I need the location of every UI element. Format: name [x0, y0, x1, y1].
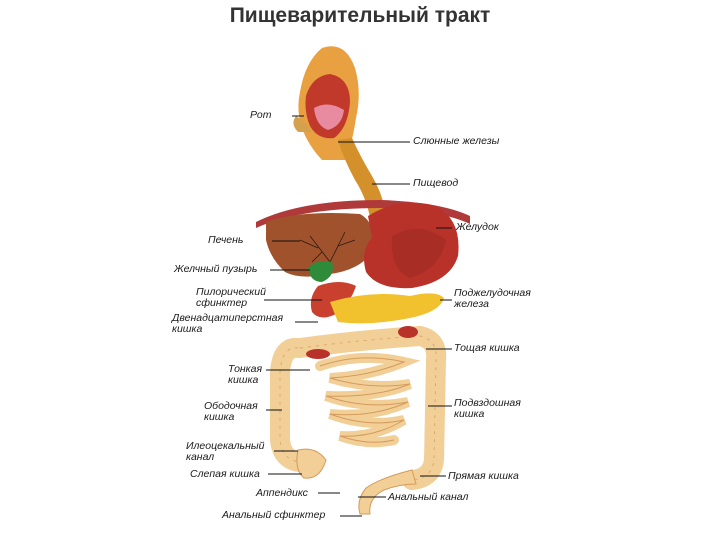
label-duodenum: Двенадцатиперстная кишка [172, 313, 283, 335]
label-esophagus: Пищевод [413, 178, 458, 189]
label-pancreas: Поджелудочная железа [454, 288, 531, 310]
pancreas [330, 293, 444, 323]
label-ileocecal-line2: канал [186, 452, 264, 463]
label-duodenum-line2: кишка [172, 324, 283, 335]
label-ileocecal: Илеоцекальный канал [186, 441, 264, 463]
small-intestine [320, 358, 410, 442]
label-gallbladder: Желчный пузырь [174, 264, 257, 275]
label-pyloric: Пилорический сфинктер [196, 287, 266, 309]
label-ileum-line2: кишка [454, 409, 521, 420]
label-anal-canal: Анальный канал [388, 492, 468, 503]
label-salivary: Слюнные железы [413, 136, 499, 147]
label-pancreas-line2: железа [454, 299, 531, 310]
label-pyloric-line2: сфинктер [196, 298, 266, 309]
label-rectum: Прямая кишка [448, 471, 519, 482]
label-appendix: Аппендикс [256, 488, 308, 499]
label-colon-line2: кишка [204, 412, 258, 423]
label-jejunum: Тощая кишка [454, 343, 520, 354]
label-anal-sphincter: Анальный сфинктер [222, 510, 325, 521]
label-stomach: Желудок [456, 222, 499, 233]
label-small-intestine: Тонкая кишка [228, 364, 262, 386]
label-ileum: Подвздошная кишка [454, 398, 521, 420]
label-mouth: Рот [250, 110, 271, 121]
label-colon: Ободочная кишка [204, 401, 258, 423]
label-small-line2: кишка [228, 375, 262, 386]
label-cecum: Слепая кишка [190, 469, 260, 480]
label-liver: Печень [208, 235, 243, 246]
